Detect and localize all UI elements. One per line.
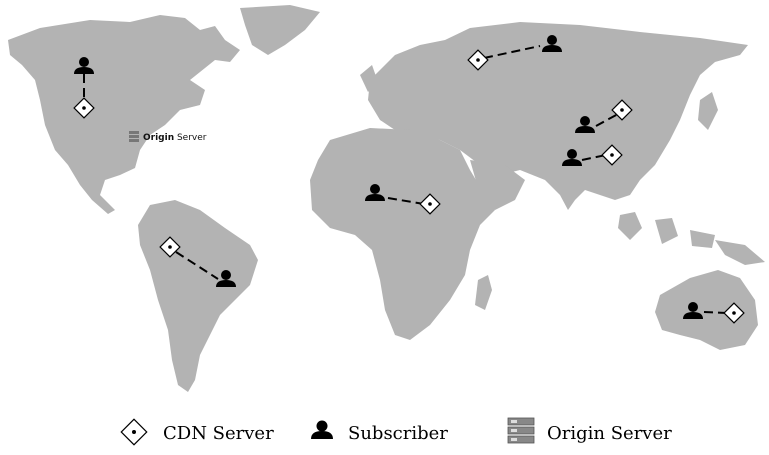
- japan: [698, 92, 718, 130]
- subscriber-australia: [683, 302, 703, 319]
- legend-subscriber-item: Subscriber: [311, 420, 448, 444]
- continents: [8, 5, 765, 392]
- subscriber-india: [562, 149, 582, 166]
- link-africa: [387, 197, 425, 205]
- africa: [310, 128, 495, 340]
- legend-cdn-label: CDN Server: [163, 423, 274, 444]
- subscriber-africa: [365, 184, 385, 201]
- north-america: [8, 15, 240, 214]
- cdn-server-africa: [419, 193, 441, 215]
- legend-cdn-item: CDN Server: [120, 418, 274, 446]
- legend-subscriber-label: Subscriber: [348, 423, 448, 444]
- legend-origin-label: Origin Server: [547, 423, 672, 444]
- legend: CDN Server Subscriber Origin Server: [120, 417, 672, 446]
- link-india: [581, 154, 607, 161]
- cdn-server-north-america: [73, 97, 95, 119]
- southeast-asia-islands: [618, 212, 715, 248]
- subscriber-russia: [542, 35, 562, 52]
- cdn-server-china: [611, 99, 633, 121]
- cdn-server-south-america: [159, 236, 181, 258]
- server-rack-icon: [129, 131, 139, 142]
- cdn-markers: [73, 49, 745, 324]
- person-icon: [311, 420, 333, 439]
- australia: [655, 270, 758, 350]
- arabia: [470, 160, 525, 210]
- cdn-server-australia: [723, 302, 745, 324]
- cdn-server-india: [601, 144, 623, 166]
- south-america: [138, 200, 258, 392]
- origin-server-map-label: Origin Server: [143, 133, 207, 143]
- server-rack-icon: [507, 417, 535, 444]
- diamond-icon: [120, 418, 148, 446]
- cdn-server-russia: [467, 49, 489, 71]
- europe-asia: [368, 22, 748, 210]
- uk-ireland: [360, 65, 378, 92]
- link-south-america: [175, 251, 219, 280]
- subscriber-north-america: [74, 57, 94, 74]
- link-russia: [483, 45, 541, 59]
- subscriber-south-america: [216, 270, 236, 287]
- legend-origin-item: Origin Server: [507, 417, 672, 444]
- link-china-north: [595, 113, 619, 127]
- madagascar: [475, 275, 492, 310]
- subscriber-china: [575, 116, 595, 133]
- greenland: [240, 5, 320, 55]
- new-guinea: [715, 240, 765, 265]
- subscriber-markers: [74, 35, 703, 319]
- origin-server-map-marker: Origin Server: [129, 131, 207, 143]
